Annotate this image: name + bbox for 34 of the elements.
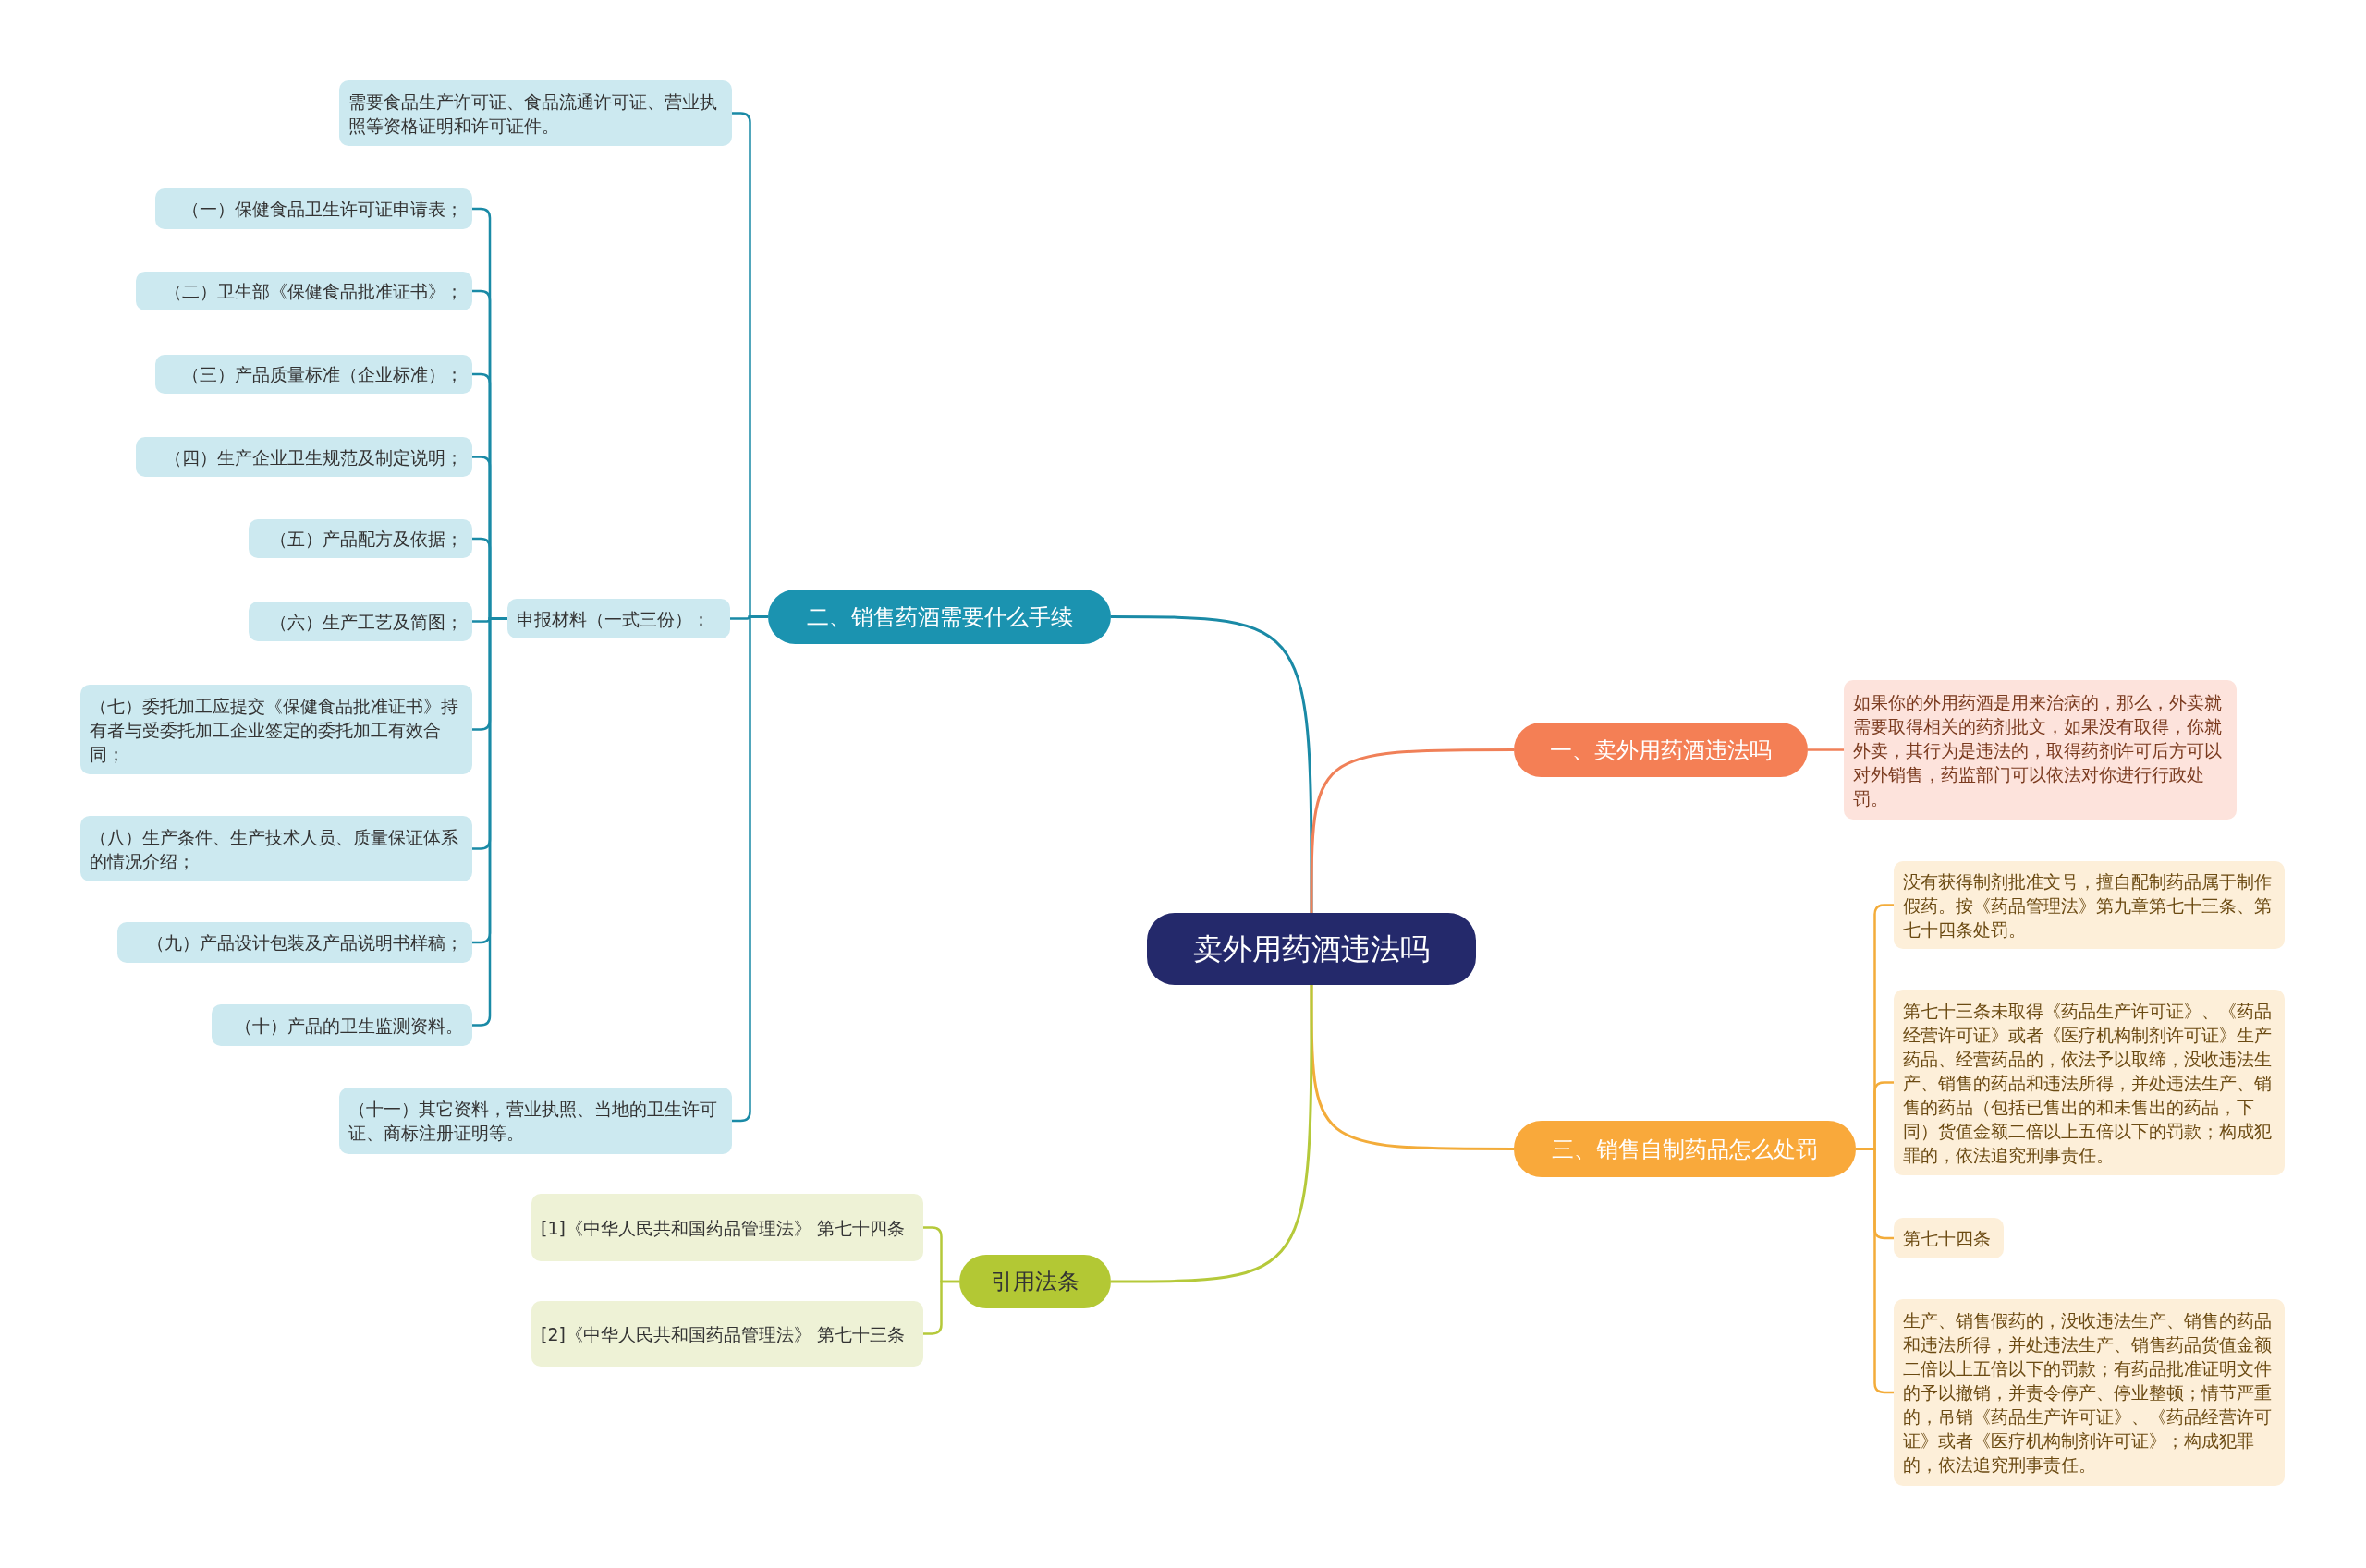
subtopic-box: （四）生产企业卫生规范及制定说明； bbox=[136, 437, 472, 477]
connector-line bbox=[732, 615, 768, 1123]
subtopic-box: [1]《中华人民共和国药品管理法》 第七十四条 bbox=[531, 1194, 923, 1261]
subtopic-box: [2]《中华人民共和国药品管理法》 第七十三条 bbox=[531, 1301, 923, 1367]
subtopic-box: （八）生产条件、生产技术人员、质量保证体系的情况介绍； bbox=[80, 816, 472, 881]
branch-topic: 引用法条 bbox=[959, 1255, 1111, 1308]
branch-topic: 一、卖外用药酒违法吗 bbox=[1514, 723, 1808, 777]
subtopic-box: 没有获得制剂批准文号，擅自配制药品属于制作假药。按《药品管理法》第九章第七十三条、第七十四条处罚。 bbox=[1894, 861, 2285, 949]
subtopic-box: （一）保健食品卫生许可证申请表； bbox=[155, 188, 472, 229]
subtopic-box: 需要食品生产许可证、食品流通许可证、营业执照等资格证明和许可证件。 bbox=[339, 80, 732, 146]
connector-line bbox=[1808, 748, 1844, 751]
connector-line bbox=[1111, 615, 1313, 913]
subtopic-box: （三）产品质量标准（企业标准）； bbox=[155, 355, 472, 394]
subtopic-box: 第七十三条未取得《药品生产许可证》、《药品经营许可证》或者《医疗机构制剂许可证》生产药品、经营药品的，依法予以取缔，没收违法生产、销售的药品和违法所得，并处违法生产、销售的药品（包括已售出的和未售出的药品，下同）货值金额二倍以上五倍以下的罚款；构成犯罪的，依法追究刑事责任。 bbox=[1894, 990, 2285, 1175]
subtopic-box: （七）委托加工应提交《保健食品批准证书》持有者与受委托加工企业签定的委托加工有效合同； bbox=[80, 685, 472, 774]
subtopic-box: （十一）其它资料，营业执照、当地的卫生许可证、商标注册证明等。 bbox=[339, 1088, 732, 1154]
subtopic-box: （五）产品配方及依据； bbox=[249, 519, 472, 558]
subtopic-box: （六）生产工艺及简图； bbox=[249, 602, 472, 641]
subtopic-box: （九）产品设计包装及产品说明书样稿； bbox=[117, 922, 472, 963]
connector-line bbox=[1310, 985, 1514, 1150]
subtopic-box: 申报材料（一式三份）： bbox=[507, 599, 730, 638]
central-topic: 卖外用药酒违法吗 bbox=[1147, 913, 1476, 985]
subtopic-box: 如果你的外用药酒是用来治病的，那么，外卖就需要取得相关的药剂批文，如果没有取得，你就外卖，其行为是违法的，取得药剂许可后方可以对外销售，药监部门可以依法对你进行行政处罚。 bbox=[1844, 680, 2237, 820]
connector-line bbox=[1856, 1148, 1894, 1394]
branch-topic: 二、销售药酒需要什么手续 bbox=[768, 590, 1111, 644]
subtopic-box: 生产、销售假药的，没收违法生产、销售的药品和违法所得，并处违法生产、销售药品货值金额二倍以上五倍以下的罚款；有药品批准证明文件的予以撤销，并责令停产、停业整顿；情节严重的，吊销《药品生产许可证》、《药品经营许可证》或者《医疗机构制剂许可证》；构成犯罪的，依法追究刑事责任。 bbox=[1894, 1299, 2285, 1486]
branch-topic: 三、销售自制药品怎么处罚 bbox=[1514, 1121, 1856, 1177]
subtopic-box: （十）产品的卫生监测资料。 bbox=[212, 1004, 472, 1046]
connector-line bbox=[472, 617, 507, 1027]
subtopic-box: 第七十四条 bbox=[1894, 1218, 2004, 1258]
subtopic-box: （二）卫生部《保健食品批准证书》； bbox=[136, 272, 472, 310]
connector-line bbox=[923, 1280, 959, 1335]
connector-line bbox=[1111, 985, 1313, 1283]
connector-line bbox=[1310, 748, 1514, 913]
